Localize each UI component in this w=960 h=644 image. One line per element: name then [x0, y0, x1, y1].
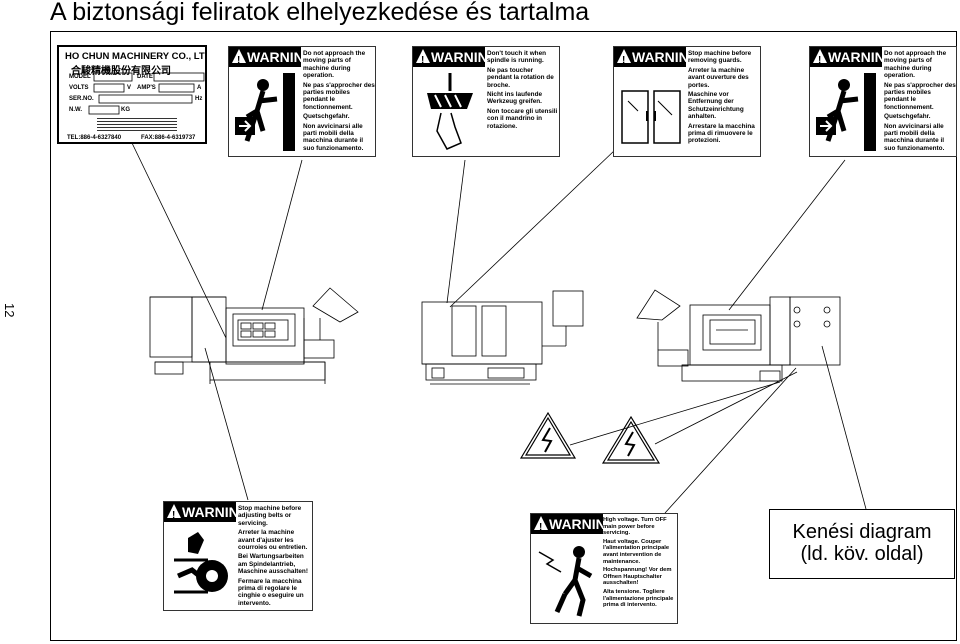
belt-hazard-icon [174, 532, 228, 594]
warning-sign-belts: WARNING Stop machine before adjusting be… [163, 501, 313, 611]
machine-right-view [636, 289, 841, 382]
kg-unit: KG [121, 107, 130, 113]
spindle-hand-icon [427, 73, 473, 150]
warning-triangle-icon [232, 49, 246, 71]
leader-line-nameplate [131, 142, 227, 339]
sign1-text: Do not approach the moving parts of mach… [303, 50, 375, 152]
serno-label: SER.NO. [69, 96, 94, 102]
warning-triangle-icon [813, 49, 827, 71]
amps-unit: A [197, 85, 202, 91]
sign3-text: Stop machine before removing guards. Arr… [688, 50, 755, 145]
warning-header: WARNING [531, 514, 617, 538]
warning-triangle-icon [534, 516, 548, 538]
warning-sign-moving-parts-2: WARNING Do not approach the moving parts… [809, 46, 957, 157]
machine-nameplate: HO CHUN MACHINERY CO., LTD. 合駿精機股份有限公司 M… [57, 45, 207, 144]
nameplate-address-block [97, 117, 177, 131]
warning-sign-guards: WARNING Stop machine before removing gua… [613, 46, 761, 157]
sign5-text: Stop machine before adjusting belts or s… [238, 505, 308, 607]
nameplate-company: HO CHUN MACHINERY CO., LTD. [65, 51, 207, 62]
warning-header: WARNING [810, 47, 896, 71]
model-label: MODEL [69, 74, 91, 80]
warning-triangle-icon [167, 504, 181, 526]
machine-center-view [421, 290, 584, 385]
page-title: A biztonsági feliratok elhelyezkedése és… [50, 0, 590, 26]
warning-triangle-icon [617, 49, 631, 71]
leader-line-hv2 [569, 381, 781, 446]
warning-header: WARNING [614, 47, 700, 71]
high-voltage-sign-left [519, 411, 577, 459]
amps-label: AMP'S [137, 85, 156, 91]
nameplate-tel: TEL:886-4-6327840 [67, 135, 122, 141]
warning-header: WARNING [229, 47, 315, 71]
crush-hazard-icon [816, 73, 876, 151]
leader-line-hv1 [654, 371, 798, 445]
leader-line-sign1 [261, 159, 303, 311]
crush-hazard-icon [235, 73, 295, 151]
leader-line-sign6 [664, 367, 797, 514]
nameplate-fax: FAX:886-4-6319737 [141, 135, 196, 141]
nw-label: N.W. [69, 107, 82, 113]
electric-shock-icon [538, 546, 593, 617]
high-voltage-sign-right [601, 415, 661, 464]
nameplate-company-cn: 合駿精機股份有限公司 [71, 66, 171, 77]
volts-unit: V [127, 85, 132, 91]
kenesi-reference: (ld. köv. oldal) [800, 543, 924, 565]
leader-line-kenesi [821, 345, 867, 510]
sign6-text: High voltage. Turn OFF main power before… [603, 517, 674, 609]
warning-header: WARNING [413, 47, 499, 71]
machine-left-view [149, 287, 359, 384]
leader-line-sign4 [728, 159, 846, 311]
guard-door-icon [621, 90, 681, 144]
diagram-frame [50, 31, 957, 641]
date-label: DATE [137, 74, 153, 80]
warning-triangle-icon [416, 49, 430, 71]
warning-sign-spindle: WARNING Don't touch it when spindle is r… [412, 46, 560, 157]
hz-unit: Hz [195, 96, 203, 102]
sign4-text: Do not approach the moving parts of mach… [884, 50, 956, 152]
nameplate-fields [88, 72, 205, 115]
volts-label: VOLTS [69, 85, 89, 91]
lubrication-diagram-box: Kenési diagram (ld. köv. oldal) [769, 509, 955, 579]
warning-header: WARNING [164, 502, 250, 526]
warning-sign-high-voltage: WARNING High voltage. Turn OFF main powe… [530, 513, 678, 624]
leader-line-sign5 [204, 347, 249, 501]
leader-line-sign2 [446, 159, 466, 304]
kenesi-title: Kenési diagram [792, 521, 932, 543]
sign2-text: Don't touch it when spindle is running. … [487, 50, 558, 130]
leader-line-sign3 [449, 149, 616, 308]
warning-sign-moving-parts-1: WARNING Do not approach the moving parts… [228, 46, 376, 157]
